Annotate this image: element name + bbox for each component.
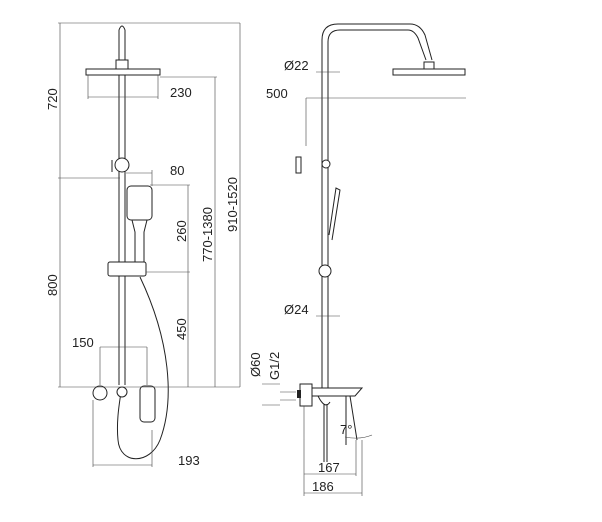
- side-riser-arm: [321, 23, 433, 388]
- dim-167: 167: [318, 460, 340, 475]
- dim-80: 80: [170, 163, 184, 178]
- dim-g1-2: G1/2: [267, 352, 282, 380]
- front-diverter-valve: [114, 157, 130, 173]
- dim-diameter-24: Ø24: [284, 302, 309, 317]
- dim-230: 230: [170, 85, 192, 100]
- side-slider-ball: [318, 264, 332, 278]
- front-head-connector: [115, 59, 129, 70]
- side-inlet-thread: [297, 390, 301, 398]
- side-head-connector: [423, 61, 435, 70]
- dim-800: 800: [45, 274, 60, 296]
- dim-diameter-22: Ø22: [284, 58, 309, 73]
- front-hand-shower-head: [126, 185, 153, 221]
- dim-450: 450: [174, 318, 189, 340]
- front-slider: [107, 261, 147, 277]
- dim-150: 150: [72, 335, 94, 350]
- front-view: 910-1520 770-1380 720 800 230 80 260 450…: [45, 22, 241, 468]
- dim-186: 186: [312, 479, 334, 494]
- front-riser-pipe: [118, 25, 126, 385]
- dim-500: 500: [266, 86, 288, 101]
- dim-770-1380: 770-1380: [200, 207, 215, 262]
- side-rain-head: [392, 68, 466, 76]
- side-hand-shower: [328, 187, 341, 241]
- front-rain-head: [85, 68, 161, 76]
- dim-260: 260: [174, 220, 189, 242]
- side-mixer-handle: [345, 395, 358, 445]
- dim-720: 720: [45, 88, 60, 110]
- side-wall-flange: [299, 383, 313, 407]
- dim-diameter-60: Ø60: [248, 352, 263, 377]
- front-mixer-handle: [139, 385, 156, 423]
- front-mixer-body: [116, 386, 128, 398]
- dim-7-degrees: 7°: [340, 422, 352, 437]
- side-diverter-knob: [295, 156, 302, 174]
- front-left-cap: [92, 385, 108, 401]
- side-view: Ø22 500 Ø24 Ø60 G1/2 7° 167 186: [248, 23, 466, 496]
- side-spout: [323, 404, 328, 462]
- side-diverter-valve: [321, 159, 331, 169]
- side-mixer-body: [312, 387, 364, 406]
- dim-910-1520: 910-1520: [225, 177, 240, 232]
- dim-193: 193: [178, 453, 200, 468]
